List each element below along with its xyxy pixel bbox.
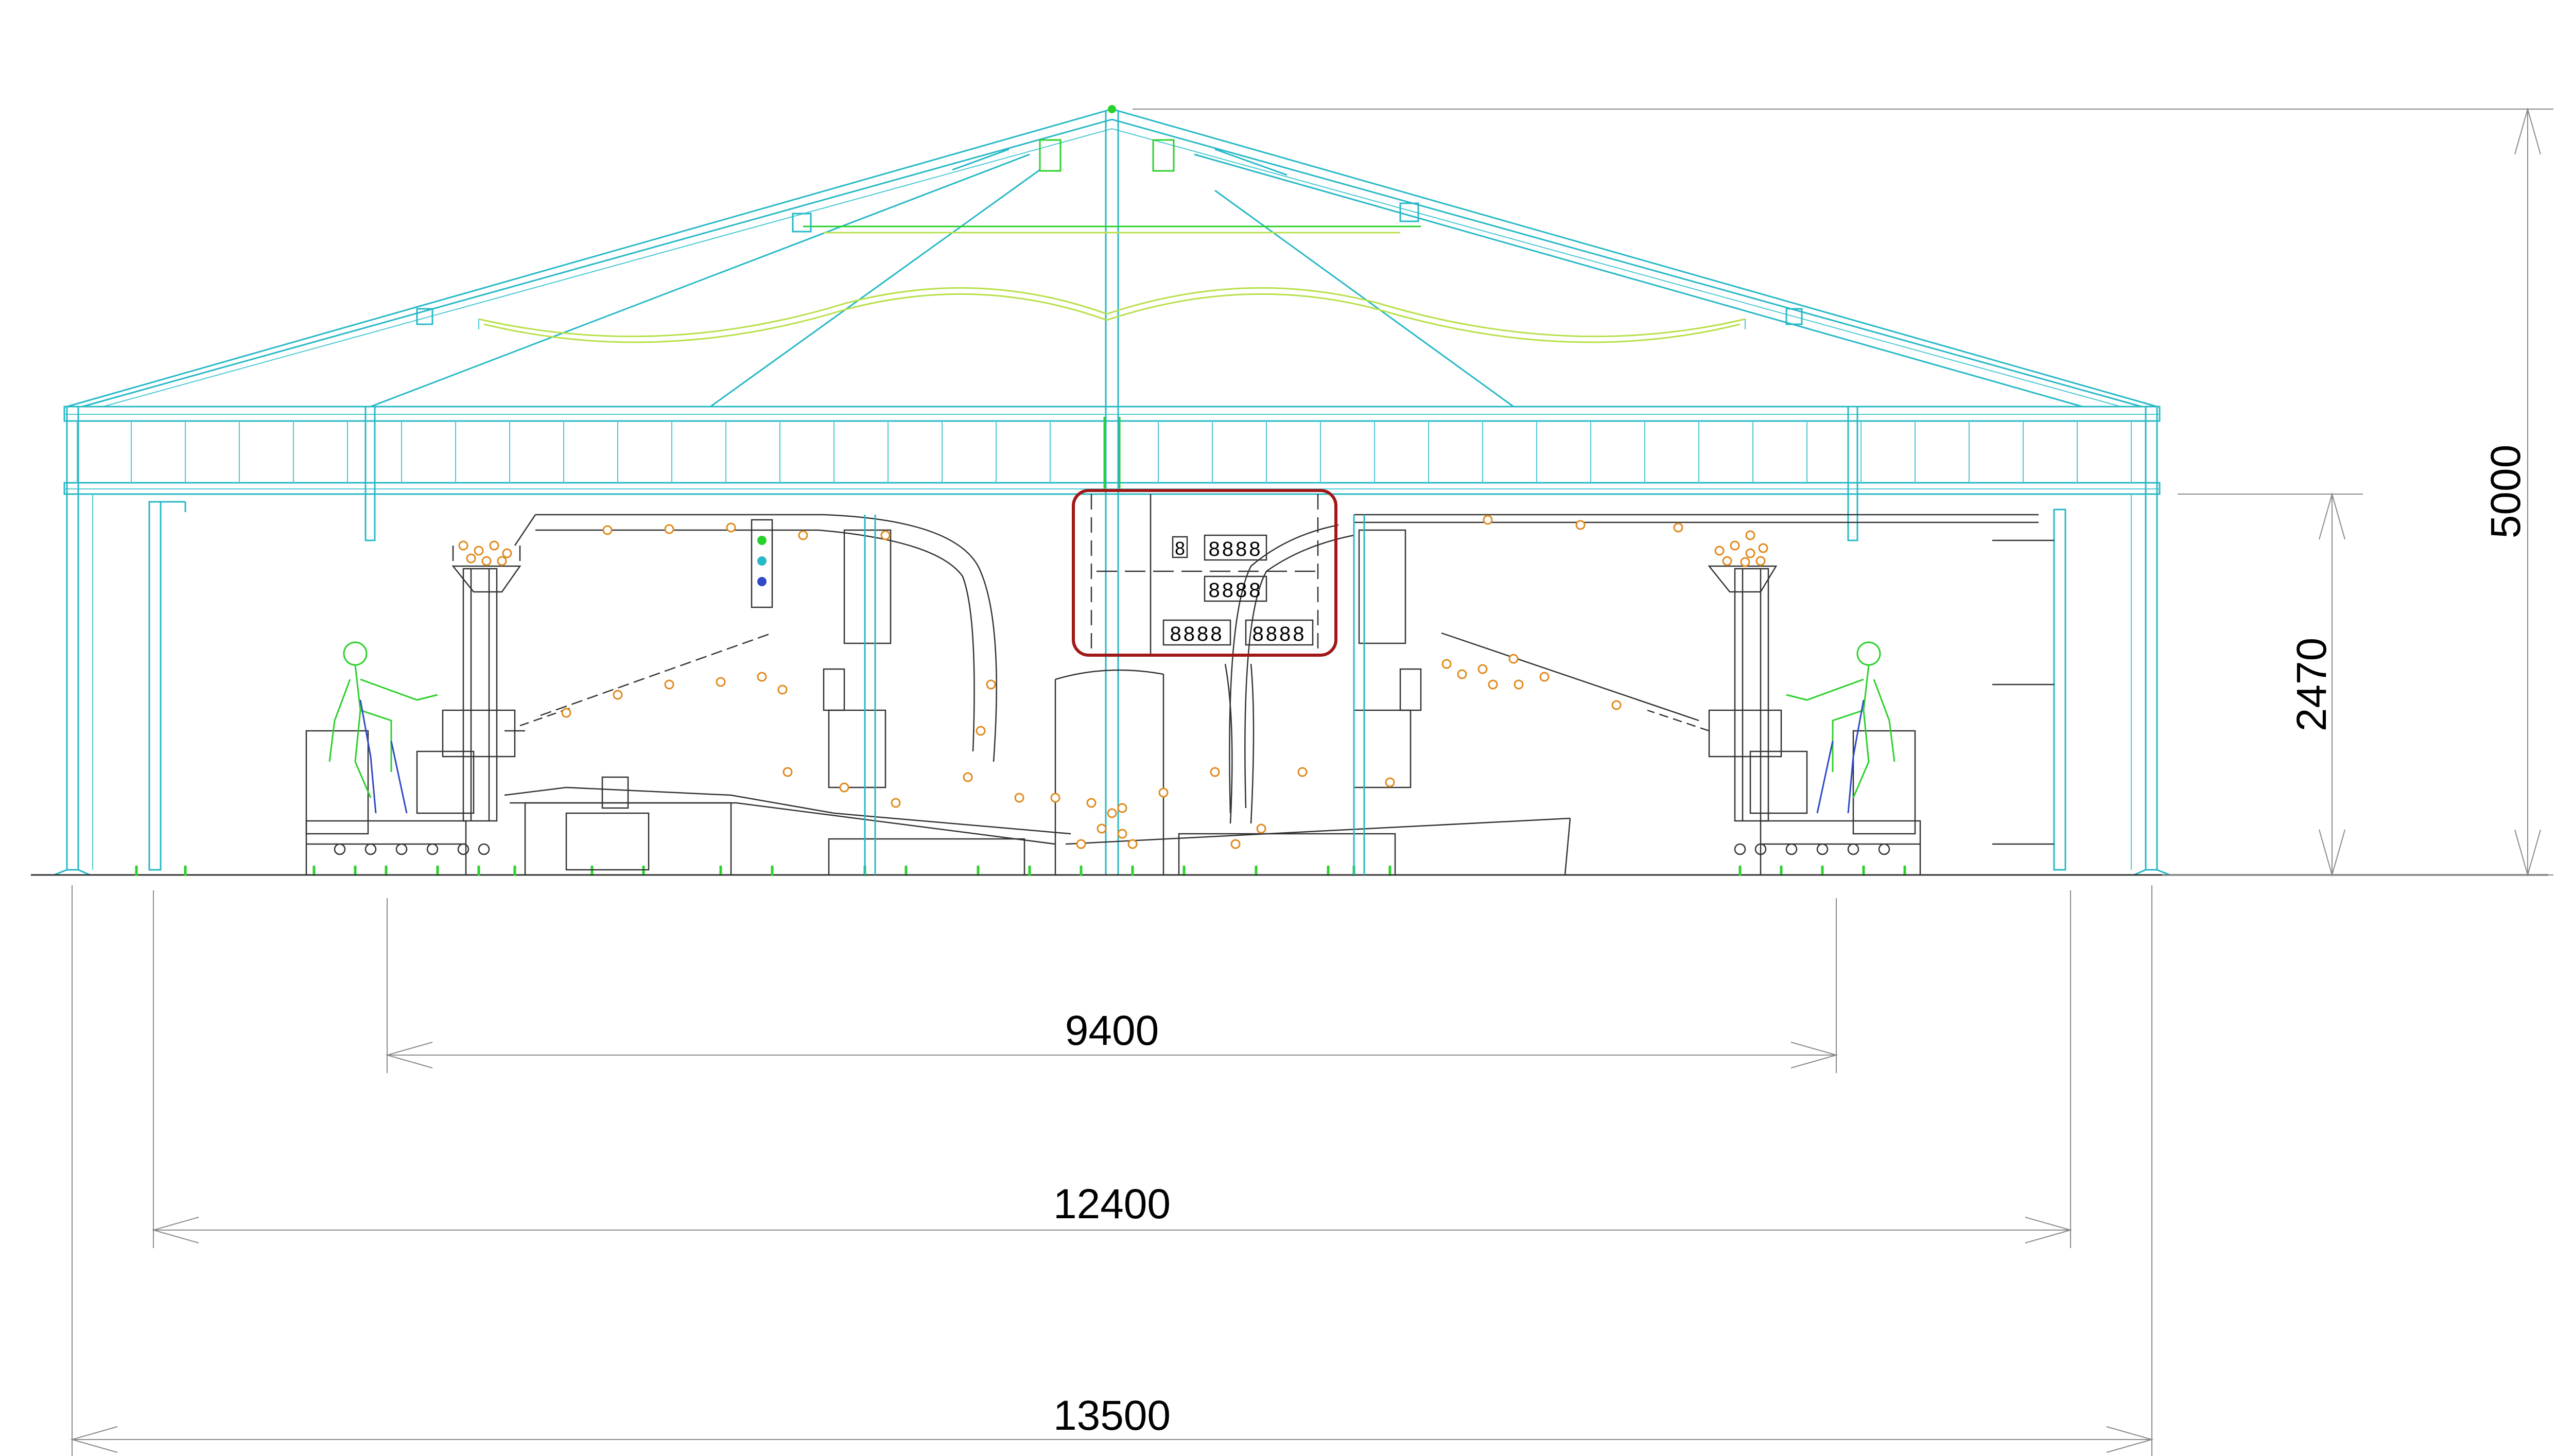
ball <box>716 677 726 687</box>
tent-roof <box>66 105 2158 875</box>
left-operator-figure <box>328 641 438 814</box>
support-posts <box>54 406 2170 876</box>
ball <box>1745 548 1755 558</box>
ball <box>561 708 571 718</box>
dimension-label-5000: 5000 <box>2482 445 2529 538</box>
ball <box>1014 793 1024 803</box>
ball <box>963 772 973 782</box>
ball <box>1483 515 1493 525</box>
ball <box>1297 767 1308 777</box>
balls <box>458 515 1768 849</box>
ball <box>1745 530 1755 540</box>
ball <box>839 782 849 793</box>
dimension-9400: 9400 <box>385 898 1838 1073</box>
scoreboard-display-mid: 8888 <box>1209 579 1263 602</box>
ball <box>1514 679 1524 690</box>
ball <box>1050 793 1060 803</box>
ball <box>1488 679 1498 690</box>
ball <box>1457 669 1467 679</box>
ball <box>1673 522 1683 533</box>
scoreboard-display-top: 8888 <box>1209 538 1263 560</box>
ball <box>726 522 736 533</box>
ball <box>1127 839 1138 849</box>
ball <box>1477 664 1488 674</box>
ground-anchors <box>135 866 1906 876</box>
eave-panel-band <box>63 406 2161 495</box>
dimension-12400: 12400 <box>151 890 2073 1248</box>
ball <box>1385 777 1395 787</box>
dimension-label-2470: 2470 <box>2288 638 2335 731</box>
ball <box>481 556 492 566</box>
ball <box>891 798 901 808</box>
ball <box>1107 808 1117 818</box>
ball <box>1755 556 1766 566</box>
scoreboard: 8 8888 8888 8888 8888 <box>1072 489 1337 657</box>
scoreboard-display-left: 8888 <box>1170 623 1224 645</box>
ball <box>1097 823 1107 834</box>
dimension-2470: 2470 <box>2178 492 2363 877</box>
ball <box>1210 767 1220 777</box>
ball <box>1575 520 1586 530</box>
ball <box>1730 540 1740 551</box>
scoreboard-display-right: 8888 <box>1253 623 1307 645</box>
ball <box>466 553 476 564</box>
ball <box>489 540 499 551</box>
ball <box>474 546 484 556</box>
ball <box>1076 839 1086 849</box>
target-boards <box>751 515 1422 875</box>
ball <box>1230 839 1241 849</box>
ball <box>1086 798 1097 808</box>
ball <box>986 679 996 690</box>
ball <box>976 726 986 736</box>
ball <box>664 679 674 690</box>
ball <box>777 685 788 695</box>
ball <box>1539 672 1550 682</box>
scoreboard-small-digit: 8 <box>1175 538 1185 559</box>
ball <box>664 524 674 534</box>
dimension-label-13500: 13500 <box>1053 1392 1171 1439</box>
ball <box>502 548 512 558</box>
ball <box>782 767 793 777</box>
ball <box>1117 829 1127 839</box>
ball <box>1256 823 1266 834</box>
ball <box>757 672 767 682</box>
ball-tracks <box>504 514 2039 876</box>
dimension-label-9400: 9400 <box>1065 1007 1159 1054</box>
ball <box>880 530 891 540</box>
ball <box>1714 546 1725 556</box>
ball <box>613 690 623 700</box>
ball <box>458 540 468 551</box>
dimension-5000: 5000 <box>1133 107 2553 877</box>
ball <box>497 556 507 566</box>
ball <box>1508 654 1519 664</box>
right-operator-station <box>1708 565 1921 876</box>
right-operator-figure <box>1786 641 1895 814</box>
ball <box>1117 803 1127 813</box>
dimension-13500: 13500 <box>70 885 2154 1456</box>
ball <box>1722 556 1732 566</box>
ball <box>602 525 613 535</box>
ball <box>1740 557 1750 567</box>
ball <box>1611 700 1622 710</box>
scoreboard-highlight-box <box>1072 489 1337 657</box>
dimension-label-12400: 12400 <box>1053 1181 1171 1227</box>
ball <box>798 530 808 540</box>
left-operator-station <box>305 546 525 876</box>
ball <box>1158 787 1169 798</box>
ball <box>1758 543 1768 553</box>
ball <box>1441 659 1452 669</box>
